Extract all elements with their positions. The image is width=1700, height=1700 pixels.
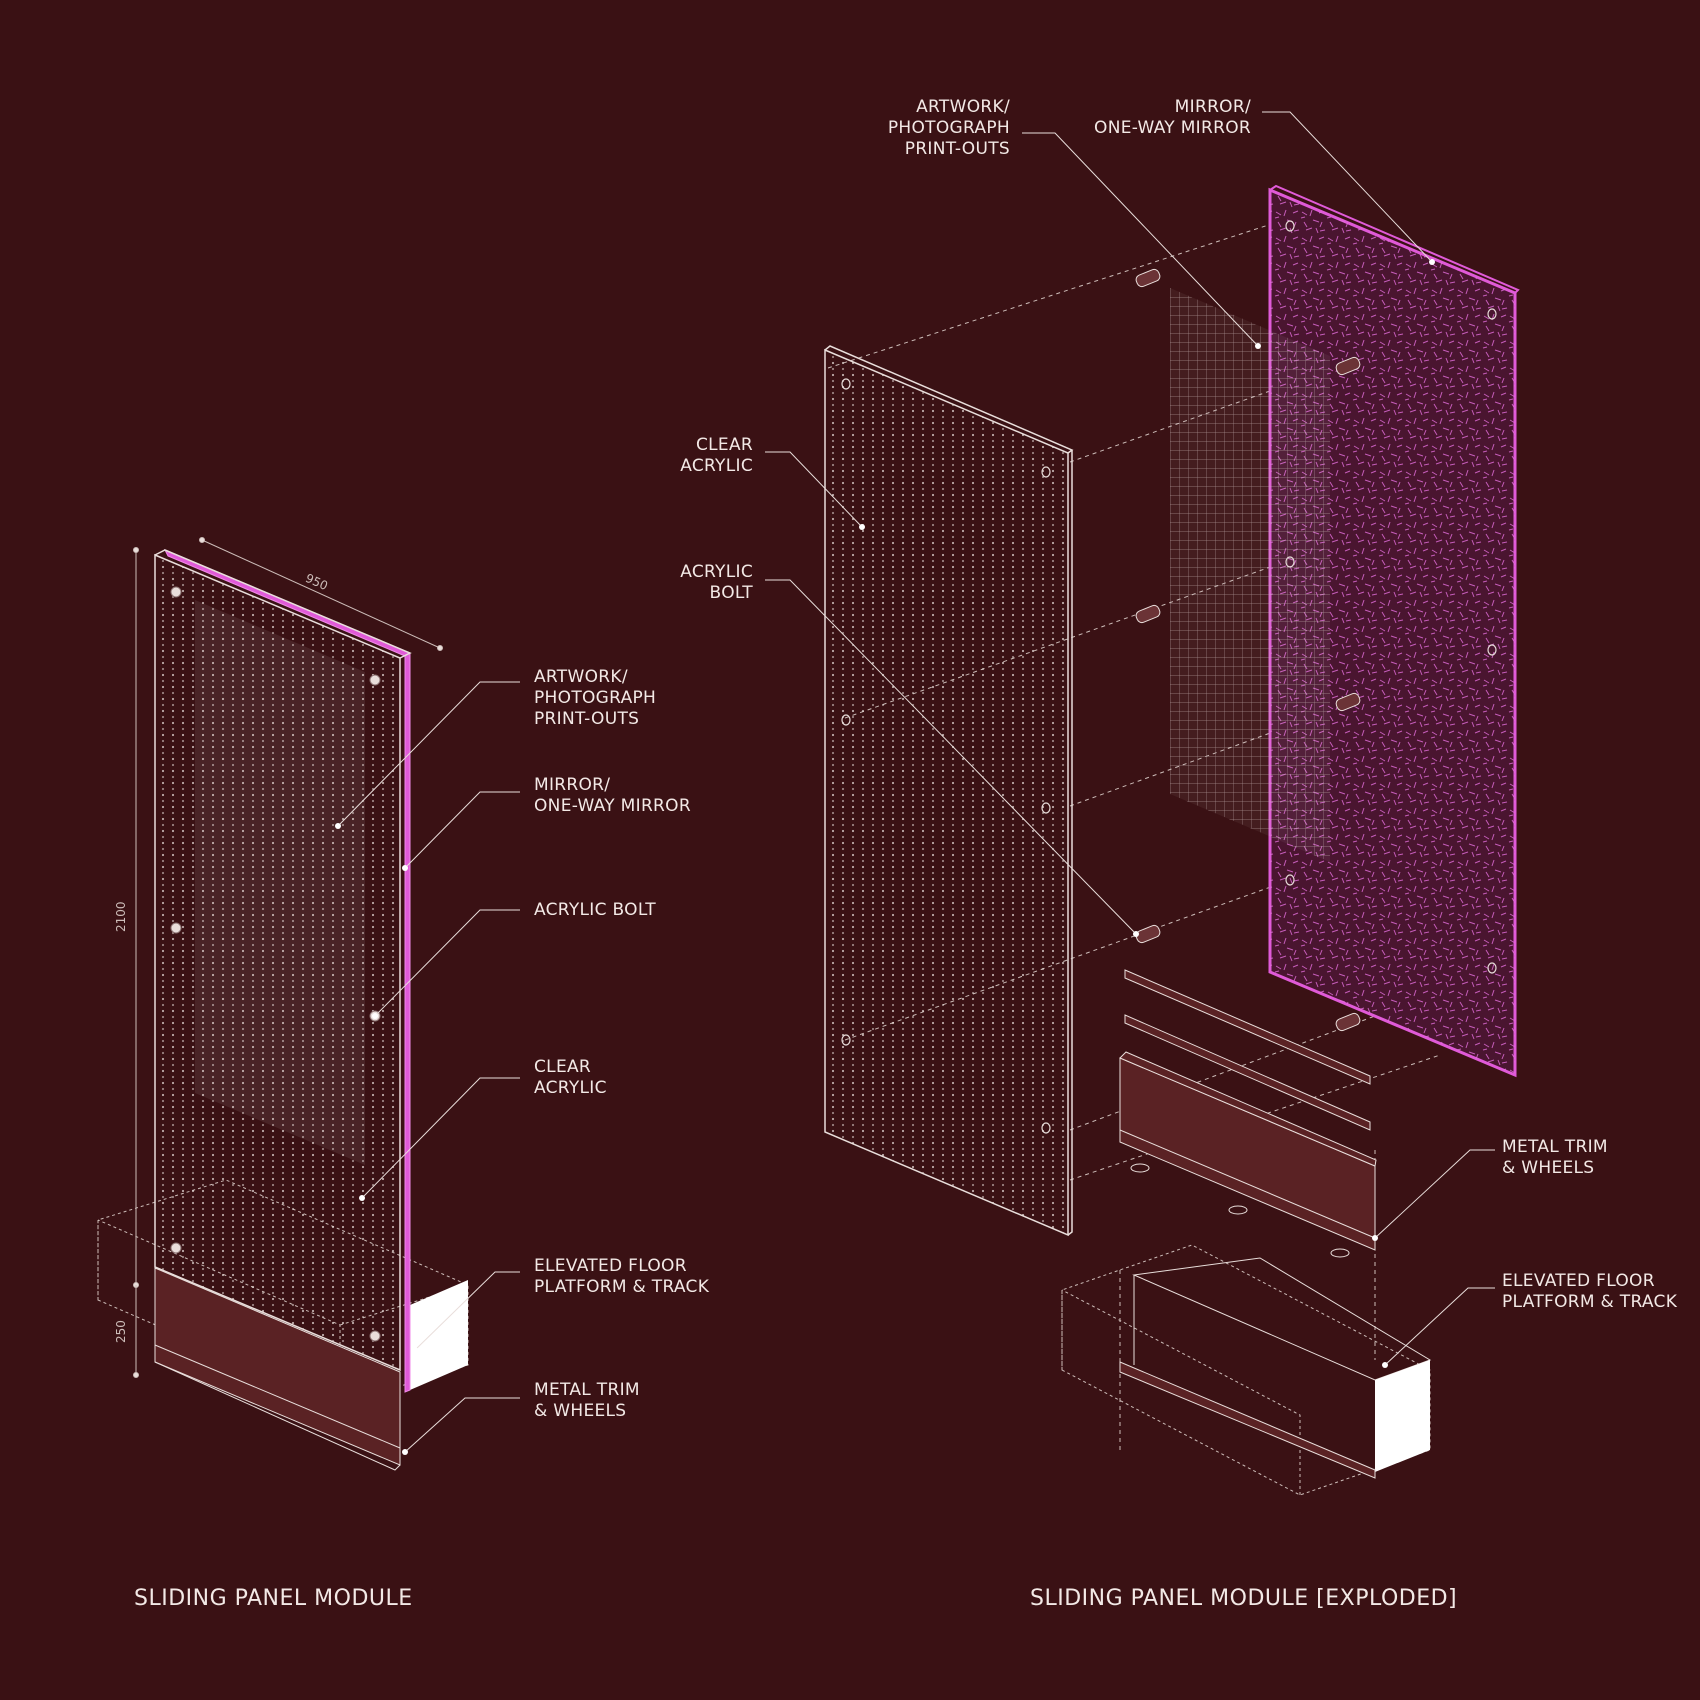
left-leaders — [337, 681, 520, 1453]
right-label-trim: METAL TRIM & WHEELS — [1502, 1137, 1608, 1178]
bolt-icon — [369, 1330, 381, 1342]
bolt-icon — [1335, 1012, 1361, 1032]
panel-edge — [154, 549, 412, 659]
exploded-platform-face — [1375, 1360, 1430, 1472]
bolt-icon — [1135, 268, 1161, 288]
left-label-acrylic: CLEAR ACRYLIC — [534, 1057, 607, 1098]
dimension-platform: 250 — [114, 1320, 128, 1343]
bolt-icon — [170, 1242, 182, 1254]
bolt-icon — [1135, 604, 1161, 624]
exploded-platform — [1061, 1244, 1431, 1496]
exploded-artwork — [1170, 288, 1330, 862]
bolt-icon — [1335, 692, 1361, 712]
artwork-print-ghost — [195, 600, 365, 1165]
dimension-lines — [133, 537, 443, 1378]
exploded-trim-rails — [1119, 969, 1377, 1258]
left-title: SLIDING PANEL MODULE — [134, 1586, 413, 1611]
assembled-module — [97, 537, 520, 1471]
bolt-icon — [1135, 924, 1161, 944]
exploded-module — [765, 111, 1520, 1496]
exploded-track — [1119, 1361, 1376, 1479]
exploded-acrylic — [824, 348, 1069, 1237]
left-label-trim: METAL TRIM & WHEELS — [534, 1380, 640, 1421]
left-label-platform: ELEVATED FLOOR PLATFORM & TRACK — [534, 1256, 710, 1297]
bolt-icon — [1335, 356, 1361, 376]
right-label-acrylic: CLEAR ACRYLIC — [680, 435, 753, 476]
right-label-platform: ELEVATED FLOOR PLATFORM & TRACK — [1502, 1271, 1678, 1312]
dimension-height: 2100 — [114, 901, 128, 932]
right-label-artwork: ARTWORK/ PHOTOGRAPH PRINT-OUTS — [887, 97, 1010, 159]
right-leaders — [765, 111, 1495, 1366]
exploded-bolts — [1135, 268, 1361, 1032]
right-title: SLIDING PANEL MODULE [EXPLODED] — [1030, 1586, 1458, 1611]
acrylic-panel — [154, 553, 401, 1372]
left-label-artwork: ARTWORK/ PHOTOGRAPH PRINT-OUTS — [534, 667, 657, 729]
bolt-icon — [369, 674, 381, 686]
right-label-mirror: MIRROR/ ONE-WAY MIRROR — [1094, 97, 1251, 138]
bolt-icon — [170, 922, 182, 934]
right-label-bolt: ACRYLIC BOLT — [680, 562, 753, 603]
platform-end-face-top — [410, 1280, 468, 1390]
bolt-icon — [170, 586, 182, 598]
exploded-platform-top — [1132, 1257, 1432, 1381]
left-label-mirror: MIRROR/ ONE-WAY MIRROR — [534, 775, 691, 816]
left-label-bolt: ACRYLIC BOLT — [534, 900, 656, 920]
